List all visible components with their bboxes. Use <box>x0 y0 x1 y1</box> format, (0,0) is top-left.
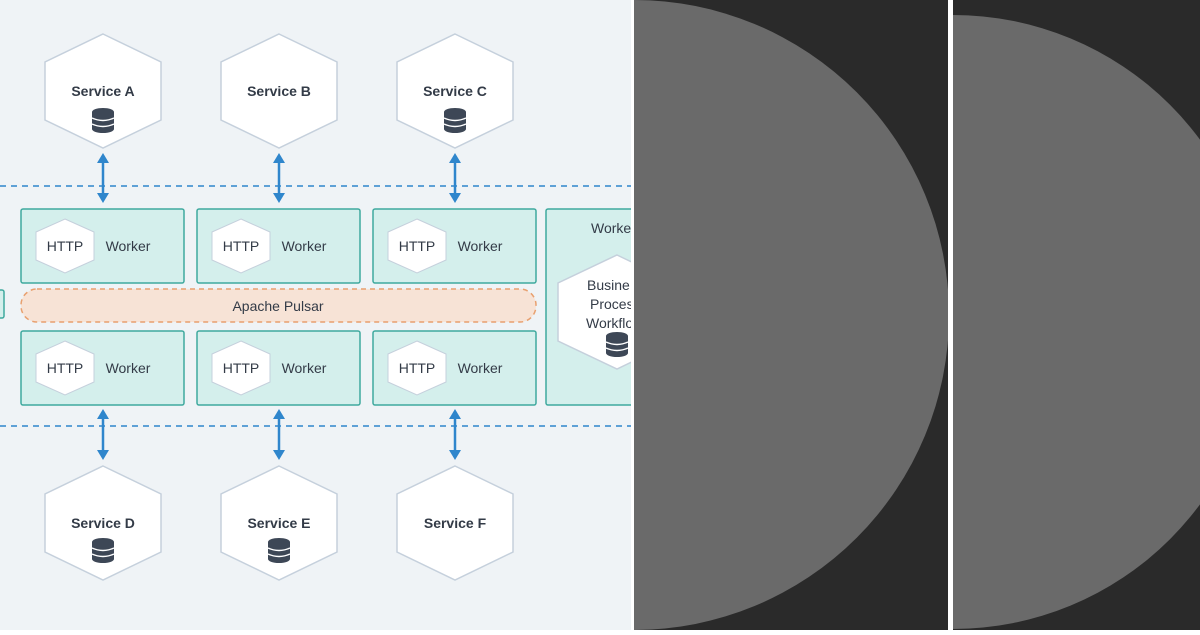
business-workflow-worker: Worke Busine Proces Workflo <box>545 208 634 406</box>
database-icon <box>91 538 115 563</box>
image-panel-2 <box>953 0 1200 630</box>
gutter <box>948 0 953 630</box>
worker-row-top: HTTP Worker HTTP Worker HTTP Worker <box>20 208 537 284</box>
service-label: Service D <box>71 515 135 531</box>
worker-row-bottom: HTTP Worker HTTP Worker HTTP Worker <box>20 330 537 406</box>
protocol-label: HTTP <box>399 360 436 376</box>
database-icon <box>605 332 629 357</box>
protocol-label: HTTP <box>399 238 436 254</box>
business-line: Proces <box>590 296 634 312</box>
service-c-node: Service C <box>396 33 514 149</box>
service-e-node: Service E <box>220 465 338 581</box>
service-label: Service A <box>71 83 134 99</box>
service-hexagon <box>44 33 162 149</box>
protocol-label: HTTP <box>47 360 84 376</box>
worker-box: HTTP Worker <box>20 330 185 406</box>
worker-box: HTTP Worker <box>372 330 537 406</box>
database-icon <box>443 108 467 133</box>
database-icon <box>91 108 115 133</box>
worker-box: HTTP Worker <box>20 208 185 284</box>
worker-box: HTTP Worker <box>372 208 537 284</box>
protocol-label: HTTP <box>223 360 260 376</box>
service-hexagon <box>396 465 514 581</box>
service-a-node: Service A <box>44 33 162 149</box>
service-b-node: Service B <box>220 33 338 149</box>
service-f-node: Service F <box>396 465 514 581</box>
database-icon <box>267 538 291 563</box>
http-hexagon <box>211 218 271 274</box>
bidirectional-arrow <box>449 153 461 203</box>
business-worker-title: Worke <box>591 220 631 236</box>
service-hexagon <box>396 33 514 149</box>
gray-circle <box>634 0 948 630</box>
worker-label: Worker <box>458 238 503 254</box>
http-hexagon <box>211 340 271 396</box>
left-edge-element <box>0 289 5 319</box>
service-hexagon <box>44 465 162 581</box>
http-hexagon <box>387 340 447 396</box>
protocol-label: HTTP <box>47 238 84 254</box>
http-hexagon <box>35 218 95 274</box>
service-label: Service E <box>247 515 310 531</box>
http-hexagon <box>35 340 95 396</box>
bottom-arrows <box>97 409 461 460</box>
image-panel-1 <box>634 0 948 630</box>
worker-box: HTTP Worker <box>196 208 361 284</box>
http-hexagon <box>387 218 447 274</box>
bidirectional-arrow <box>449 409 461 460</box>
bidirectional-arrow <box>273 409 285 460</box>
bidirectional-arrow <box>273 153 285 203</box>
architecture-diagram: Service A Service B Service C <box>0 33 634 581</box>
business-line: Busine <box>587 277 630 293</box>
bidirectional-arrow <box>97 153 109 203</box>
worker-label: Worker <box>282 238 327 254</box>
business-line: Workflo <box>586 315 633 331</box>
bus-label: Apache Pulsar <box>232 298 323 314</box>
protocol-label: HTTP <box>223 238 260 254</box>
service-d-node: Service D <box>44 465 162 581</box>
gray-circle <box>953 15 1200 629</box>
service-label: Service C <box>423 83 487 99</box>
worker-box: HTTP Worker <box>196 330 361 406</box>
top-arrows <box>97 153 461 203</box>
message-bus: Apache Pulsar <box>20 288 537 323</box>
service-hexagon <box>220 465 338 581</box>
worker-label: Worker <box>282 360 327 376</box>
service-label: Service B <box>247 83 311 99</box>
gutter <box>631 0 634 630</box>
worker-label: Worker <box>458 360 503 376</box>
service-label: Service F <box>424 515 487 531</box>
worker-label: Worker <box>106 360 151 376</box>
bidirectional-arrow <box>97 409 109 460</box>
worker-label: Worker <box>106 238 151 254</box>
service-hexagon <box>220 33 338 149</box>
